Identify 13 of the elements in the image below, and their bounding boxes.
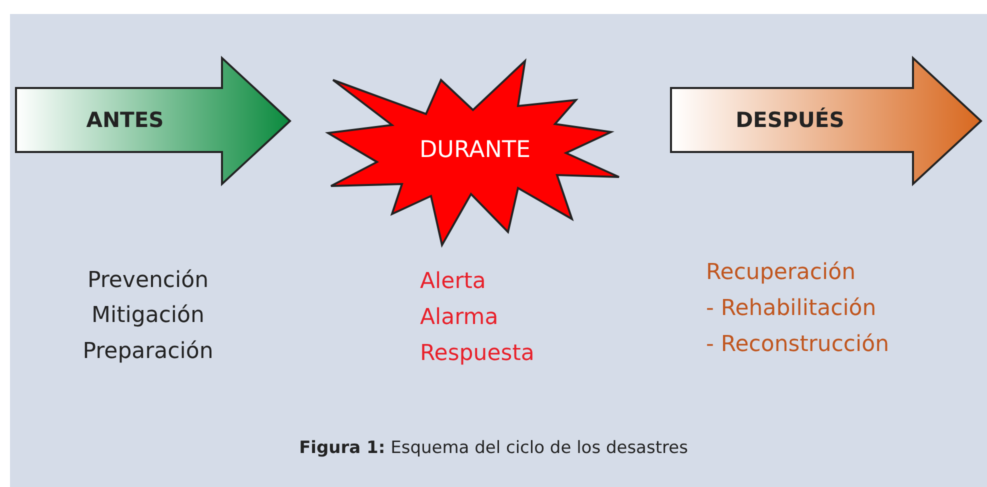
list-item: - Reconstrucción [706,332,890,358]
list-item: Alarma [420,305,498,331]
list-item: Preparación [82,339,214,365]
stage-label: DESPUÉS [736,108,844,132]
list-item: Respuesta [420,341,534,367]
list-item: Prevención [87,268,209,294]
list-item: - Rehabilitación [706,296,876,322]
figure-caption: Figura 1: Esquema del ciclo de los desastres [299,438,688,458]
list-item: Recuperación [706,260,856,286]
list-item: Alerta [420,269,486,295]
stage-label: ANTES [86,108,164,132]
list-item: Mitigación [92,303,204,329]
stage-label: DURANTE [419,137,531,163]
